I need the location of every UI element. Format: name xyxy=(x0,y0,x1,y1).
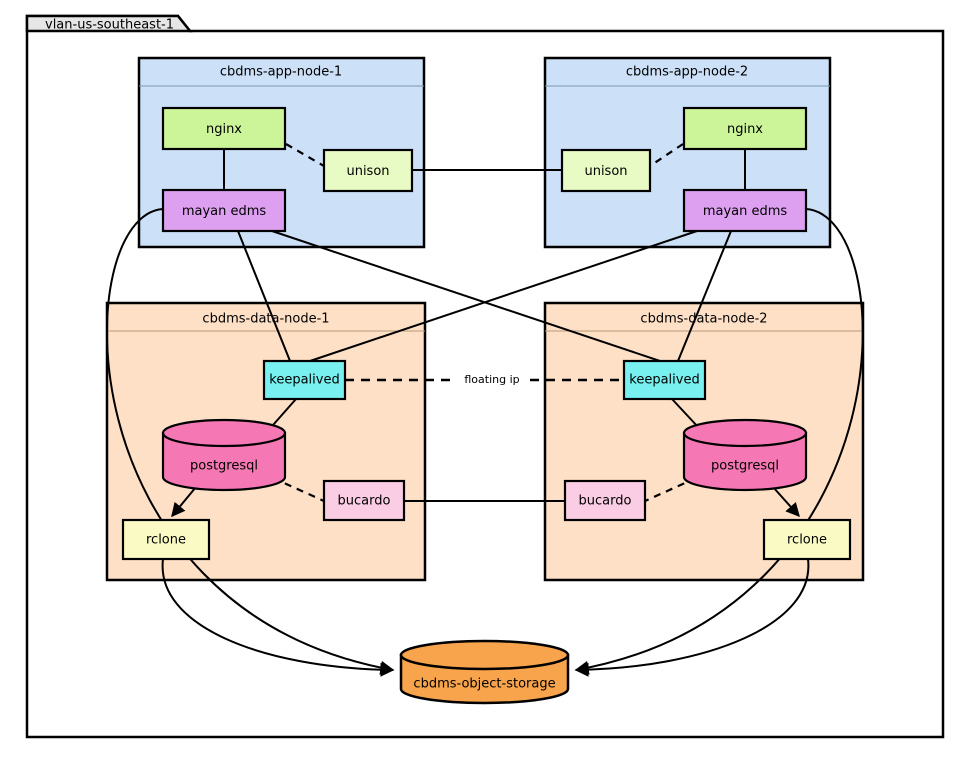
group-title-app-node-2: cbdms-app-node-2 xyxy=(626,65,748,80)
node-label-object-storage: cbdms-object-storage xyxy=(413,677,555,692)
edge-postgresql2-bucardo2 xyxy=(644,476,697,503)
node-label-keepalived-1: keepalived xyxy=(269,373,339,388)
node-cylinder-top[interactable] xyxy=(161,418,287,448)
node-rclone-1[interactable]: rclone xyxy=(121,518,211,561)
node-rclone-2[interactable]: rclone xyxy=(762,518,852,561)
node-mayan-edms-2[interactable]: mayan edms xyxy=(682,188,808,233)
node-unison-2[interactable]: unison xyxy=(560,148,652,193)
edge-rclone2-objectstorage xyxy=(574,558,810,677)
node-label-nginx-2: nginx xyxy=(727,122,763,137)
node-object-storage[interactable]: cbdms-object-storage xyxy=(399,639,570,705)
node-shape[interactable] xyxy=(161,106,287,151)
edge-mayanedms2-objectstorage xyxy=(574,208,864,675)
node-cylinder-body[interactable] xyxy=(682,431,808,492)
node-postgresql-1[interactable]: postgresql xyxy=(161,418,287,492)
edge-postgresql2-rclone2 xyxy=(772,486,800,518)
node-shape[interactable] xyxy=(682,188,808,233)
node-cylinder-top[interactable] xyxy=(399,639,570,671)
edge-mayanedms1-keepalived1 xyxy=(237,230,291,362)
node-shape[interactable] xyxy=(161,188,287,233)
node-label-mayan-edms-2: mayan edms xyxy=(703,204,788,219)
edge-postgresql1-bucardo1 xyxy=(272,476,325,503)
node-label-rclone-2: rclone xyxy=(787,533,827,548)
node-label-bucardo-1: bucardo xyxy=(338,494,391,509)
node-label-bucardo-2: bucardo xyxy=(579,494,632,509)
node-shape[interactable] xyxy=(762,518,852,561)
node-unison-1[interactable]: unison xyxy=(322,148,414,193)
node-label-rclone-1: rclone xyxy=(146,533,186,548)
node-shape[interactable] xyxy=(322,479,406,522)
node-label-unison-2: unison xyxy=(584,164,627,179)
node-shape[interactable] xyxy=(121,518,211,561)
node-mayan-edms-1[interactable]: mayan edms xyxy=(161,188,287,233)
zone-tab xyxy=(25,14,193,33)
node-label-postgresql-2: postgresql xyxy=(711,459,779,474)
edge-mayanedms2-keepalived1 xyxy=(309,230,698,362)
node-keepalived-1[interactable]: keepalived xyxy=(262,359,347,401)
edge-postgresql1-rclone1 xyxy=(171,486,197,518)
edge-label-floating-ip: floating ip xyxy=(464,373,519,386)
node-shape[interactable] xyxy=(682,106,808,151)
node-label-mayan-edms-1: mayan edms xyxy=(182,204,267,219)
edge-rclone1-objectstorage xyxy=(161,558,395,677)
edge-mayanedms1-keepalived2 xyxy=(271,230,661,362)
node-nginx-2[interactable]: nginx xyxy=(682,106,808,151)
node-cylinder-top[interactable] xyxy=(682,418,808,448)
node-shape[interactable] xyxy=(262,359,347,401)
node-postgresql-2[interactable]: postgresql xyxy=(682,418,808,492)
node-shape[interactable] xyxy=(560,148,652,193)
node-shape[interactable] xyxy=(622,359,707,401)
node-keepalived-2[interactable]: keepalived xyxy=(622,359,707,401)
node-label-unison-1: unison xyxy=(346,164,389,179)
node-label-nginx-1: nginx xyxy=(206,122,242,137)
node-bucardo-2[interactable]: bucardo xyxy=(563,479,647,522)
node-shape[interactable] xyxy=(563,479,647,522)
node-shape[interactable] xyxy=(322,148,414,193)
node-nginx-1[interactable]: nginx xyxy=(161,106,287,151)
zone-label: vlan-us-southeast-1 xyxy=(45,18,174,33)
node-bucardo-1[interactable]: bucardo xyxy=(322,479,406,522)
node-label-keepalived-2: keepalived xyxy=(629,373,699,388)
edge-mayanedms2-keepalived2 xyxy=(677,230,732,362)
group-title-app-node-1: cbdms-app-node-1 xyxy=(220,65,342,80)
group-title-data-node-1: cbdms-data-node-1 xyxy=(202,312,329,327)
edge-nginx2-unison2 xyxy=(649,143,684,167)
edge-mayanedms1-objectstorage xyxy=(106,208,395,675)
group-title-data-node-2: cbdms-data-node-2 xyxy=(640,312,767,327)
node-cylinder-body[interactable] xyxy=(161,431,287,492)
node-label-postgresql-1: postgresql xyxy=(190,459,258,474)
